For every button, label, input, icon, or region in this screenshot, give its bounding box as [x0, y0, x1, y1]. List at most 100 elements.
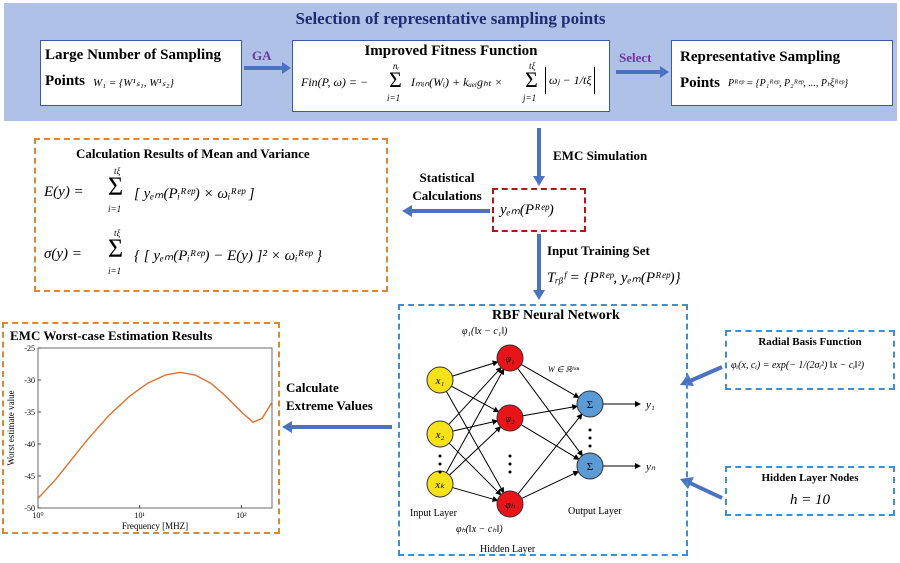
hidden-node [496, 404, 524, 432]
eq1-lhs: E(y) = [44, 184, 84, 200]
large-sampling-points-box: Large Number of Sampling Points W₁ = {W¹… [40, 40, 242, 106]
input-node-label: xₖ [434, 479, 445, 491]
x-tick-label: 10² [236, 511, 247, 520]
ellipsis-dot [438, 470, 442, 474]
select-arrow-icon [616, 66, 669, 78]
arrow-left-calculate [282, 421, 392, 433]
y-tick-label: -25 [24, 344, 35, 353]
phi-bottom-label: φₕ(‖x − cₕ‖) [456, 524, 503, 535]
y-tick-label: -50 [24, 504, 35, 513]
sampling-selection-banner: Selection of representative sampling poi… [4, 3, 897, 121]
eq2-sum-bottom: i=1 [108, 266, 122, 276]
input-node-label: x₁ [435, 375, 445, 387]
rbf-title: RBF Neural Network [492, 308, 620, 323]
fitness-formula-left: Fin(P, ω) = − [301, 75, 369, 89]
eq2-body: { [ yₑₘ(Pᵢᴿᵉᵖ) − E(y) ]² × ωᵢᴿᵉᵖ } [134, 248, 323, 264]
y-tick-label: -30 [24, 376, 35, 385]
sum-node-label: Σ [587, 461, 593, 473]
hidden-node-label: φ₂ [505, 414, 515, 425]
eq2-sum-top: tξ [114, 228, 121, 238]
network-edge [521, 471, 580, 499]
arrow-down-emc [533, 128, 545, 186]
hidden-nodes-title: Hidden Layer Nodes [761, 472, 859, 484]
y-axis-label: Worst estimate value [6, 390, 16, 465]
input-layer-label: Input Layer [410, 508, 458, 519]
mean-variance-title: Calculation Results of Mean and Variance [76, 146, 310, 161]
network-edge [452, 487, 499, 502]
sum1-bottom: i=1 [387, 93, 401, 103]
calculate-line2: Extreme Values [286, 398, 373, 413]
ga-arrow-icon [244, 62, 291, 74]
network-edge [520, 424, 580, 460]
sum-node [576, 452, 604, 480]
hidden-node [496, 490, 524, 518]
sum2-sigma: Σ [525, 67, 538, 92]
hidden-node-label: φ₁ [505, 354, 514, 365]
network-edge [448, 366, 502, 425]
arrow-left-statistical [402, 205, 490, 217]
ellipsis-dot [438, 454, 442, 458]
sum2-bottom: j=1 [523, 93, 537, 103]
box1-formula: W₁ = {W¹ₛ₁, W¹ₛ₂} [93, 77, 174, 89]
statistical-calc-line1: Statistical [419, 170, 475, 185]
worst-case-results-box: EMC Worst-case Estimation Results -25 -30… [2, 322, 280, 534]
hidden-node [496, 344, 524, 372]
fitness-title: Improved Fitness Function [364, 43, 538, 59]
sum-node-label: Σ [587, 399, 593, 411]
ellipsis-dot [508, 454, 512, 458]
box1-line1: Large Number of Sampling [45, 47, 221, 63]
ellipsis-dot [588, 428, 592, 432]
output-label: yₙ [645, 461, 656, 473]
fitness-term2: ωⱼ − 1/tξ [545, 67, 596, 94]
ellipsis-dot [508, 470, 512, 474]
center-node-formula: yₑₘ(Pᴿᵉᵖ) [500, 202, 554, 218]
network-edge [445, 368, 505, 473]
box3-line1: Representative Sampling [680, 49, 841, 65]
network-edge [452, 419, 499, 432]
plot-area [37, 347, 273, 509]
x-axis-label: Frequency [MHZ] [122, 521, 188, 531]
arrow-down-training [533, 234, 545, 300]
eq1-sum-bottom: i=1 [108, 204, 122, 214]
chart-title: EMC Worst-case Estimation Results [10, 328, 213, 343]
sum2-top: tξ [529, 61, 536, 71]
input-training-set-label: Input Training Set [547, 243, 650, 258]
worst-case-curve [37, 371, 273, 499]
statistical-calc-line2: Calculations [412, 188, 482, 203]
input-node [426, 366, 454, 394]
radial-basis-formula: φᵢ(x, cᵢ) = exp(− 1/(2σᵢ²) ‖x − cᵢ‖²) [731, 360, 865, 371]
eq2-lhs: σ(y) = [44, 246, 82, 262]
eq1-sigma: Σ [108, 172, 124, 201]
box3-points-label: Points [680, 75, 721, 91]
representative-points-box: Representative Sampling Points Pᴿᵉᵖ = {P… [671, 40, 893, 106]
simulation-output-node: yₑₘ(Pᴿᵉᵖ) [492, 188, 586, 232]
network-edge [517, 413, 583, 495]
y-tick-label: -35 [24, 408, 35, 417]
output-layer-label: Output Layer [568, 506, 622, 517]
network-edge [522, 404, 579, 417]
emc-simulation-label: EMC Simulation [553, 148, 648, 163]
ellipsis-dot [438, 462, 442, 466]
ellipsis-dot [588, 436, 592, 440]
mean-variance-box: Calculation Results of Mean and Variance… [34, 138, 388, 292]
network-edge [517, 368, 583, 457]
network-edge [445, 391, 505, 494]
y-tick-label: -40 [24, 440, 35, 449]
eq1-body: [ yₑₘ(Pᵢᴿᵉᵖ) × ωᵢᴿᵉᵖ ] [134, 186, 255, 202]
eq2-sigma: Σ [108, 234, 124, 263]
training-set-formula: Tᵣᵦᶠ = {Pᴿᵉᵖ, yₑₘ(Pᴿᵉᵖ)} [547, 270, 681, 286]
network-edge [452, 360, 499, 377]
input-node-label: x₂ [435, 429, 445, 441]
sum1-top: nᵣ [393, 61, 400, 71]
phi-top-label: φ₁(‖x − c₁‖) [462, 326, 508, 337]
ellipsis-dot [508, 462, 512, 466]
sum-node [576, 390, 604, 418]
x-tick-label: 10¹ [134, 511, 145, 520]
box3-formula: Pᴿᵉᵖ = {P₁ᴿᵉᵖ, P₂ᴿᵉᵖ, ..., Pₜξᴿᵉᵖ} [728, 78, 849, 89]
network-edge [521, 364, 580, 399]
select-label: Select [619, 50, 652, 65]
output-label: y₁ [645, 399, 655, 411]
